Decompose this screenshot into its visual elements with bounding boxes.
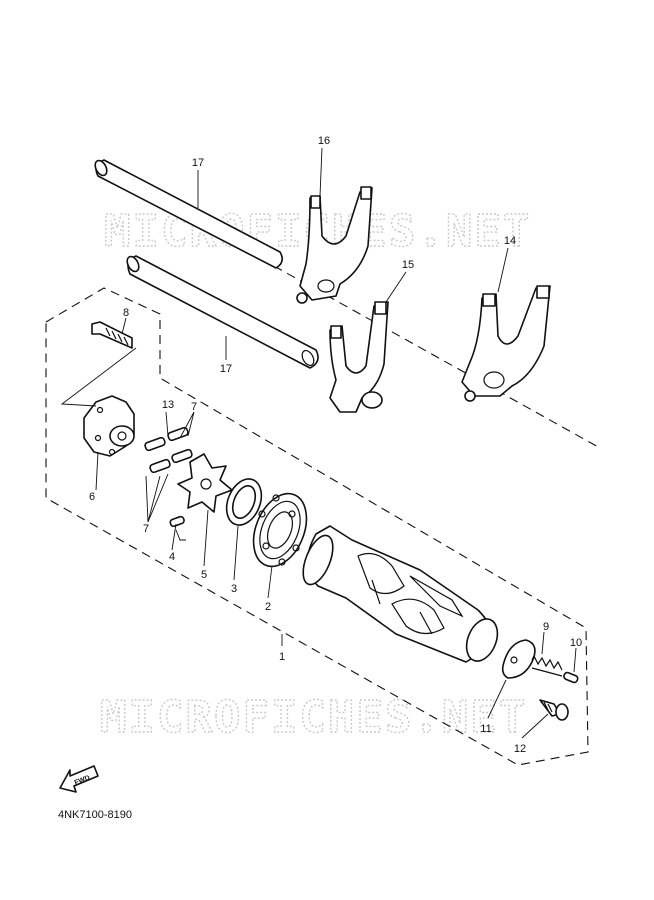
bearing-2 <box>252 492 308 568</box>
callout-12: 12 <box>514 743 526 755</box>
leader-6 <box>95 451 99 491</box>
callout-6: 6 <box>89 491 95 503</box>
leader-16 <box>319 147 323 197</box>
callout-3: 3 <box>231 583 237 595</box>
leader-2 <box>267 565 273 599</box>
callout-17-upper: 17 <box>192 157 204 169</box>
callout-16: 16 <box>318 135 330 147</box>
shift-fork-14 <box>461 285 551 402</box>
forward-arrow-icon: FWD <box>59 765 99 793</box>
callout-4: 4 <box>169 551 175 563</box>
leader-13 <box>165 411 169 437</box>
circlip-3 <box>225 478 263 526</box>
callout-10: 10 <box>570 637 582 649</box>
callout-7-upper: 7 <box>191 401 197 413</box>
watermark-bottom: MICROFICHES.NET <box>100 692 527 743</box>
leader-12 <box>521 713 549 739</box>
callout-14: 14 <box>504 235 516 247</box>
leader-7-lower <box>145 473 169 523</box>
shift-cam-1 <box>302 525 499 663</box>
callout-8: 8 <box>123 307 129 319</box>
callout-17-lower: 17 <box>220 363 232 375</box>
callout-1: 1 <box>279 651 285 663</box>
leader-8 <box>121 317 127 335</box>
shift-cam-plate-5 <box>177 453 233 513</box>
callout-15: 15 <box>402 259 414 271</box>
shift-fork-15 <box>329 301 389 413</box>
callout-11: 11 <box>480 723 491 735</box>
leader-3 <box>233 525 239 581</box>
screw-12 <box>539 699 569 721</box>
leader-11 <box>487 679 507 719</box>
pins <box>144 426 193 528</box>
callout-13: 13 <box>162 399 174 411</box>
leader-5 <box>203 509 209 567</box>
pin-10 <box>563 671 579 684</box>
callout-5: 5 <box>201 569 207 581</box>
segment-6 <box>83 395 135 457</box>
leader-7-upper <box>179 411 195 439</box>
leader-4-bracket <box>175 529 186 541</box>
bolt-8 <box>91 321 133 349</box>
leader-10 <box>573 647 577 673</box>
callout-7-lower: 7 <box>143 523 149 535</box>
shift-fork-shaft-upper <box>94 159 284 269</box>
leader-9 <box>541 631 545 655</box>
callout-9: 9 <box>543 621 549 633</box>
leader-4 <box>171 523 177 551</box>
shift-fork-16 <box>296 186 373 304</box>
plate-11 <box>501 639 536 679</box>
diagram-code: 4NK7100-8190 <box>58 809 132 821</box>
bolt-guide-line <box>60 347 137 407</box>
shift-fork-shaft-lower <box>126 255 319 369</box>
leader-14 <box>497 247 509 293</box>
leader-15 <box>385 271 407 303</box>
spring-9 <box>531 654 563 677</box>
callout-2: 2 <box>265 601 271 613</box>
